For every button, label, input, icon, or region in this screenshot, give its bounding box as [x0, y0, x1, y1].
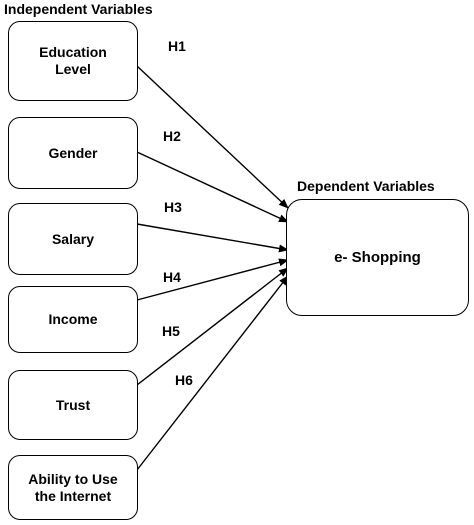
variable-box-gender: Gender: [8, 117, 138, 189]
arrow-h4: [136, 258, 289, 301]
hypothesis-label-h1: H1: [168, 38, 186, 54]
variable-box-income: Income: [8, 286, 138, 353]
dependent-variables-title: Dependent Variables: [297, 178, 435, 194]
arrow-h5: [136, 267, 289, 386]
variable-box-salary: Salary: [8, 203, 138, 275]
variable-label: Ability to Use the Internet: [28, 470, 118, 504]
variable-label: Education Level: [39, 44, 107, 77]
hypothesis-label-h3: H3: [164, 199, 182, 215]
variable-box-trust: Trust: [8, 370, 138, 440]
variable-box-ability-to-use-the-internet: Ability to Use the Internet: [8, 455, 138, 520]
variable-label: Salary: [51, 230, 95, 247]
arrow-h3: [136, 223, 289, 253]
variable-label: Income: [48, 311, 98, 327]
hypothesis-label-h4: H4: [163, 269, 181, 285]
arrow-h2: [136, 151, 289, 223]
arrow-h1: [136, 65, 289, 209]
hypothesis-label-h6: H6: [175, 372, 193, 388]
arrow-h6: [136, 275, 289, 471]
dependent-variable-label: e- Shopping: [334, 249, 421, 266]
hypothesis-label-h5: H5: [162, 323, 180, 339]
dependent-variable-box: e- Shopping: [286, 199, 469, 316]
variable-label: Gender: [48, 144, 98, 161]
independent-variables-title: Independent Variables: [4, 1, 153, 17]
hypothesis-label-h2: H2: [163, 128, 181, 144]
variable-box-education-level: Education Level: [8, 21, 138, 101]
variable-label: Trust: [55, 396, 91, 413]
